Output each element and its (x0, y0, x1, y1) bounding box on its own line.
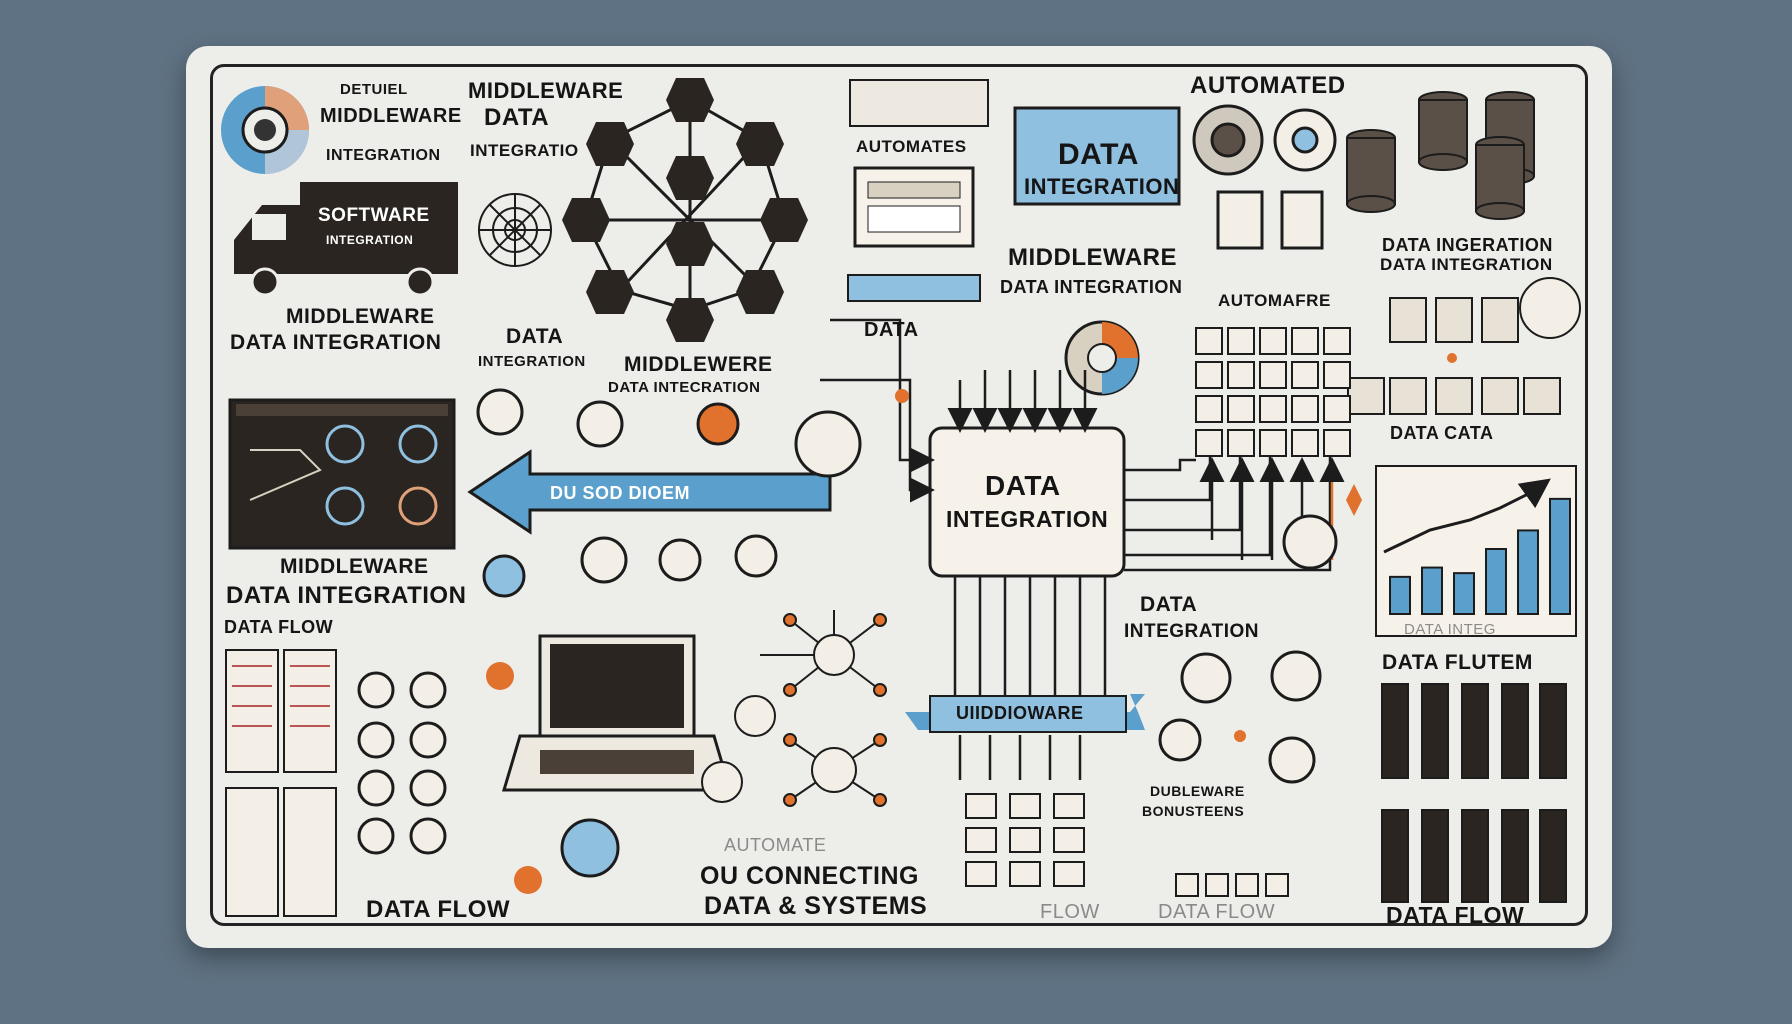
module-grid-bottom-right (1175, 873, 1289, 897)
hub-label-data: DATA (985, 470, 1061, 501)
node-network (701, 610, 887, 807)
label-flow: FLOW (1040, 901, 1100, 923)
label-integration-2: INTEGRATION (1124, 621, 1259, 642)
chart-bar (1485, 548, 1507, 615)
header-label-middleware: MIDDLEWARE (468, 78, 624, 103)
central-hub-box (928, 426, 1126, 578)
label-data-flow-3: DATA FLOW (1158, 901, 1276, 923)
label-data-integration-2: DATA INTEGRATION (1000, 277, 1183, 297)
automates-window (847, 79, 989, 302)
label-ou-connecting: OU CONNECTING (700, 862, 919, 890)
data-flow-arrow (467, 449, 832, 535)
label-data-cata: DATA CATA (1390, 423, 1494, 443)
label-automated: AUTOMATED (1190, 72, 1346, 99)
label-data-integration-3: DATA INTEGRATION (226, 582, 467, 609)
label-middlewere: MIDDLEWERE (624, 353, 773, 376)
label-middleware-3: MIDDLEWARE (280, 555, 429, 578)
label-data-flow-1: DATA FLOW (224, 617, 334, 637)
label-data-systems: DATA & SYSTEMS (704, 892, 928, 920)
chart-bar (1453, 572, 1475, 616)
label-data-integration-1: DATA INTEGRATION (230, 331, 442, 354)
truck-sublabel: INTEGRATION (326, 233, 414, 247)
chart-bar (1421, 566, 1443, 615)
donut-chart-icon (221, 86, 309, 174)
chart-bar (1549, 497, 1571, 616)
database-stack-icons (1346, 91, 1535, 220)
truck-label: SOFTWARE (318, 205, 430, 226)
header-label-integratio: INTEGRATIO (470, 141, 579, 160)
label-automate-small: AUTOMATE (724, 835, 827, 855)
label-data-flow-2: DATA FLOW (366, 896, 511, 923)
server-racks (1381, 683, 1567, 903)
bar-chart (1389, 497, 1571, 616)
label-data-1: DATA (506, 325, 564, 348)
data-integration-box (1013, 106, 1181, 206)
arrow-label: DU SOD DIOEM (550, 483, 691, 503)
pie-chart-icon (1064, 320, 1140, 396)
header-label-detuiel: DETUIEL (340, 81, 408, 98)
header-label-data: DATA (484, 104, 550, 131)
label-bonusteens: BONUSTEENS (1142, 803, 1245, 819)
gear-icons (476, 388, 1338, 878)
web-icon (478, 193, 552, 267)
blue-box-integration: INTEGRATION (1024, 174, 1180, 199)
ribbon-label: UIIDDIOWARE (956, 703, 1084, 723)
trend-arrow (1383, 478, 1551, 554)
blue-box-data: DATA (1058, 138, 1139, 171)
label-data-mid: DATA (864, 319, 919, 341)
hexagon-nodes (562, 78, 808, 342)
middleware-ribbon (905, 694, 1145, 733)
laptop-icon (501, 634, 733, 792)
label-data-flutem: DATA FLUTEM (1382, 651, 1533, 674)
module-grid-center (1195, 327, 1351, 457)
label-integration-1: INTEGRATION (478, 353, 586, 370)
node-column (357, 671, 447, 855)
truck-icon (234, 182, 458, 297)
label-middleware-1: MIDDLEWARE (286, 305, 435, 328)
chart-bar (1517, 529, 1539, 616)
label-dubleware: DUBLEWARE (1150, 783, 1245, 799)
label-data-intecration: DATA INTECRATION (608, 379, 761, 396)
module-grid-right (1347, 277, 1581, 415)
label-data-integ: DATA INTEG (1404, 621, 1496, 638)
diagram-frame (210, 64, 1588, 926)
module-grid-bottom (965, 793, 1085, 887)
label-middleware-2: MIDDLEWARE (1008, 244, 1177, 271)
label-data-flow-4: DATA FLOW (1386, 902, 1525, 928)
label-automafre: AUTOMAFRE (1218, 291, 1331, 310)
dashboard-panel (228, 398, 456, 550)
orange-markers (486, 353, 1457, 894)
label-automates: AUTOMATES (856, 137, 967, 156)
data-tables (225, 649, 337, 917)
gear-icons-top (1192, 104, 1337, 250)
label-data-2: DATA (1140, 593, 1198, 616)
header-label-integration: INTEGRATION (326, 147, 441, 164)
label-data-ingeration: DATA INGERATION (1382, 235, 1553, 255)
header-label-middleware-2: MIDDLEWARE (320, 105, 462, 127)
chart-bar (1389, 575, 1411, 615)
label-data-integration-r: DATA INTEGRATION (1380, 255, 1553, 274)
hub-label-integration: INTEGRATION (946, 506, 1109, 532)
